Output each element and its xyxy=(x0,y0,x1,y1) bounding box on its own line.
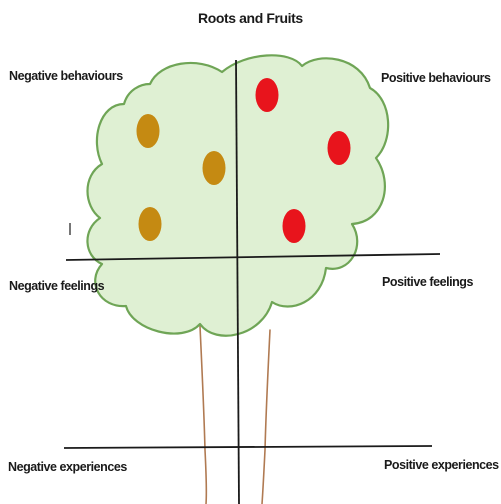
positive-fruit xyxy=(328,131,351,165)
label-positive-experiences: Positive experiences xyxy=(384,458,499,472)
trunk-left-line xyxy=(200,326,206,504)
label-negative-experiences: Negative experiences xyxy=(8,460,127,474)
label-positive-feelings: Positive feelings xyxy=(382,275,473,289)
experiences-horizontal-divider xyxy=(64,446,432,448)
label-positive-behaviours: Positive behaviours xyxy=(381,71,491,85)
diagram-title: Roots and Fruits xyxy=(198,11,303,25)
negative-fruit xyxy=(139,207,162,241)
tree-trunk xyxy=(200,326,270,504)
positive-fruit xyxy=(256,78,279,112)
negative-fruit xyxy=(203,151,226,185)
negative-fruit xyxy=(137,114,160,148)
trunk-right-line xyxy=(262,330,270,504)
label-negative-behaviours: Negative behaviours xyxy=(9,69,123,83)
label-negative-feelings: Negative feelings xyxy=(9,279,104,293)
positive-fruit xyxy=(283,209,306,243)
